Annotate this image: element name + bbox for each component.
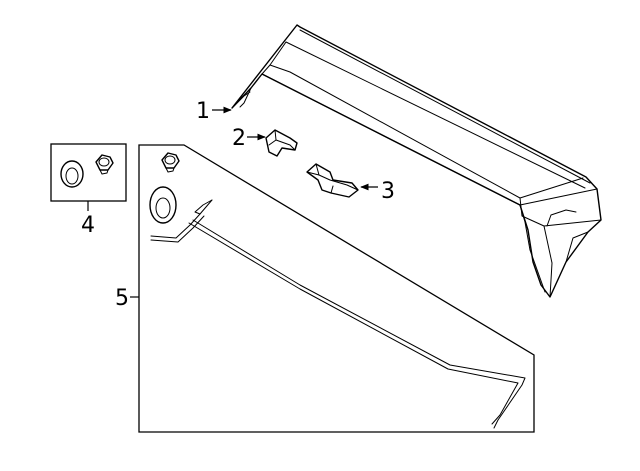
spoiler-part[interactable]: [231, 24, 602, 298]
bracket-left-part[interactable]: [265, 129, 298, 157]
callout-label-2: 2: [232, 126, 246, 151]
callout-1: 1: [196, 99, 232, 124]
callout-4: 4: [81, 201, 95, 238]
callout-label-3: 3: [381, 179, 395, 204]
callout-5: 5: [115, 286, 139, 311]
bracket-right-part[interactable]: [306, 163, 359, 198]
callout-2: 2: [232, 126, 266, 151]
callout-3: 3: [360, 179, 395, 204]
callout-label-1: 1: [196, 99, 210, 124]
callout-label-4: 4: [81, 213, 95, 238]
hardware-kit-box[interactable]: [50, 143, 127, 202]
callout-label-5: 5: [115, 286, 129, 311]
seal-kit-panel[interactable]: [138, 144, 535, 433]
